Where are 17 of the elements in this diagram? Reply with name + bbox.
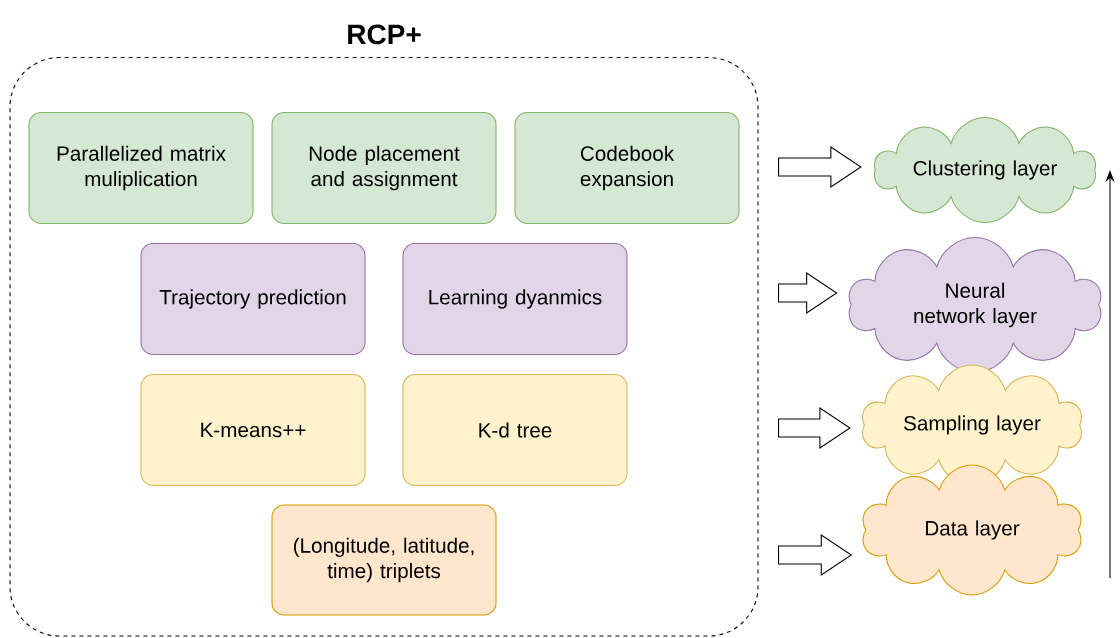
node-label: RCP+ <box>348 24 421 45</box>
process-box: Trajectory prediction <box>140 243 366 355</box>
block-arrow <box>778 272 838 314</box>
process-box: K-means++ <box>140 374 366 486</box>
process-box: Codebook expansion <box>514 112 740 224</box>
block-arrow <box>778 407 851 449</box>
block-arrow <box>778 534 853 576</box>
process-box: Learning dyanmics <box>402 243 628 355</box>
layer-cloud: Data layer <box>862 464 1082 596</box>
block-arrow <box>778 146 862 188</box>
process-box: Parallelized matrix muliplication <box>28 112 254 224</box>
layer-cloud: Neural network layer <box>848 237 1102 373</box>
process-box: K-d tree <box>402 374 628 486</box>
layer-cloud: Sampling layer <box>861 364 1083 486</box>
process-box: (Longitude, latitude, time) triplets <box>271 504 497 616</box>
layer-cloud: Clustering layer <box>873 116 1097 224</box>
process-box: Node placement and assignment <box>271 112 497 224</box>
